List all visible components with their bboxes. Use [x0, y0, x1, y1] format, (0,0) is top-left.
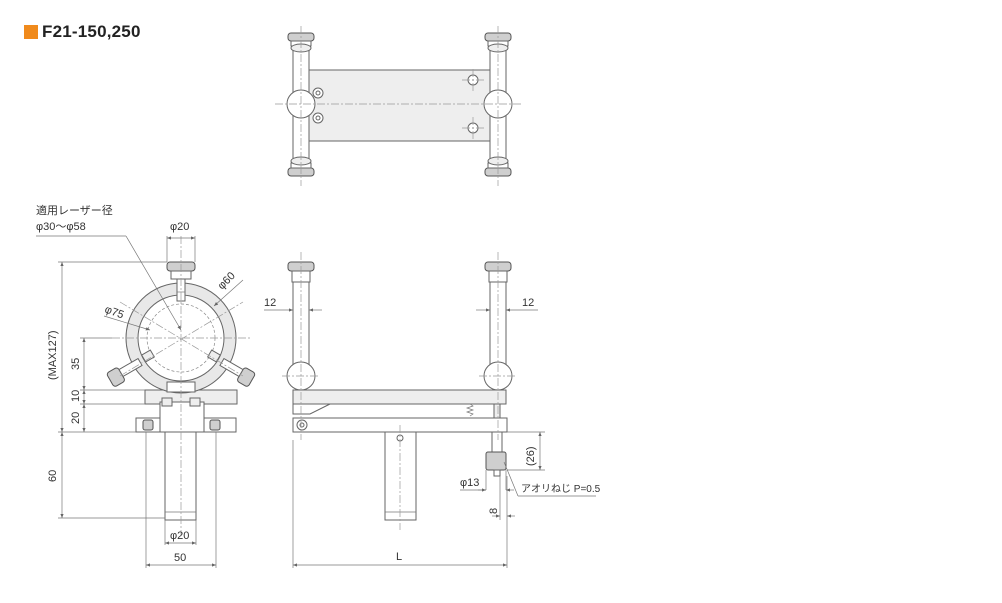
label-h26: (26)	[525, 446, 537, 466]
figure-title: F21-150,250	[24, 22, 141, 42]
label-w8: 8	[488, 508, 500, 514]
label-dia13: φ13	[460, 477, 479, 489]
top-center-lines	[275, 26, 522, 186]
front-view	[36, 235, 256, 568]
label-w12-left: 12	[264, 297, 276, 309]
side-knobs	[287, 261, 512, 283]
label-dia75: φ75	[103, 304, 125, 322]
side-adjust-screw	[485, 431, 507, 477]
label-w50: 50	[174, 552, 186, 564]
side-post	[384, 431, 417, 521]
laser-dia-range: φ30～φ58	[36, 221, 86, 233]
model-name: F21-150,250	[42, 22, 141, 41]
top-view	[275, 26, 522, 186]
front-post	[164, 431, 197, 521]
front-center-lines	[112, 236, 252, 535]
side-dimensions	[264, 308, 596, 568]
label-dia20-bottom: φ20	[170, 530, 189, 542]
label-dia20-top: φ20	[170, 221, 189, 233]
side-upper-plate	[292, 389, 507, 405]
label-h60: 60	[47, 470, 59, 482]
label-h20: 20	[70, 412, 82, 424]
side-spring	[465, 403, 475, 417]
label-h10: 10	[70, 390, 82, 402]
side-view	[264, 252, 596, 568]
label-max127: (MAX127)	[47, 330, 59, 380]
laser-dia-title: 適用レーザー径	[36, 203, 113, 217]
label-w12-right: 12	[522, 297, 534, 309]
top-base-plate	[308, 69, 498, 142]
label-screw: アオリねじ P=0.5	[521, 483, 601, 495]
side-center-lines	[282, 252, 517, 530]
orange-square-icon	[24, 25, 38, 39]
label-h35: 35	[70, 358, 82, 370]
label-length-l: L	[396, 551, 402, 563]
label-dia60: φ60	[216, 270, 238, 292]
front-dimensions	[36, 235, 244, 568]
front-side-knobs	[106, 349, 256, 387]
